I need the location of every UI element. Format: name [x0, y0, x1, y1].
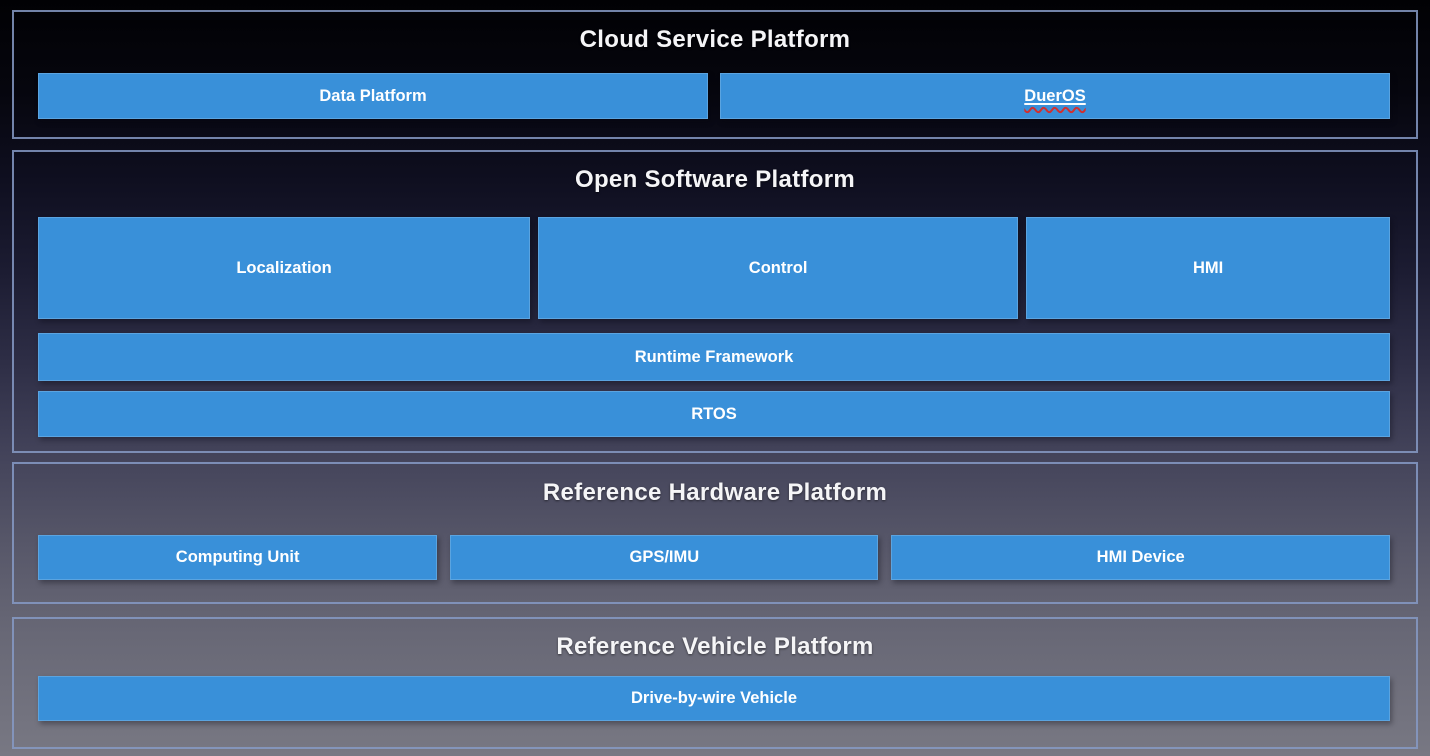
box-localization: Localization [38, 217, 531, 319]
vehicle-boxes-row: Drive-by-wire Vehicle [38, 676, 1390, 721]
hardware-boxes-row: Computing Unit GPS/IMU HMI Device [38, 535, 1390, 580]
runtime-framework-row: Runtime Framework [38, 333, 1390, 381]
box-label: Drive-by-wire Vehicle [631, 689, 797, 707]
section-title: Reference Vehicle Platform [556, 633, 874, 660]
box-label: Control [748, 258, 808, 277]
box-label: GPS/IMU [629, 548, 700, 566]
box-hmi: HMI [1026, 217, 1390, 319]
spellcheck-squiggle: DuerOS [1024, 87, 1085, 106]
box-label: HMI Device [1096, 548, 1185, 566]
box-computing-unit: Computing Unit [38, 535, 438, 580]
box-data-platform: Data Platform [38, 73, 708, 119]
box-label: Computing Unit [175, 548, 300, 566]
section-title: Reference Hardware Platform [542, 479, 888, 506]
box-gps-imu: GPS/IMU [450, 535, 879, 580]
box-hmi-device: HMI Device [891, 535, 1390, 580]
section-reference-hardware-platform: Reference Hardware Platform Computing Un… [12, 462, 1418, 604]
box-label: DuerOS [1024, 86, 1086, 105]
rtos-row: RTOS [38, 391, 1390, 437]
box-label: Data Platform [319, 86, 427, 105]
cloud-boxes-row: Data Platform DuerOS [38, 73, 1390, 119]
section-title: Open Software Platform [575, 166, 855, 193]
box-label: Localization [236, 258, 332, 277]
box-dueros: DuerOS [720, 73, 1390, 119]
box-label: HMI [1192, 258, 1224, 277]
box-control: Control [538, 217, 1019, 319]
section-open-software-platform: Open Software Platform Localization Cont… [12, 150, 1418, 453]
box-runtime-framework: Runtime Framework [38, 333, 1390, 381]
box-rtos: RTOS [38, 391, 1390, 437]
box-label: Runtime Framework [634, 347, 794, 366]
box-label: RTOS [691, 404, 737, 423]
section-cloud-service-platform: Cloud Service Platform Data Platform Due… [12, 10, 1418, 139]
section-reference-vehicle-platform: Reference Vehicle Platform Drive-by-wire… [12, 617, 1418, 749]
box-drive-by-wire-vehicle: Drive-by-wire Vehicle [38, 676, 1390, 721]
software-modules-row: Localization Control HMI [38, 217, 1390, 319]
section-title: Cloud Service Platform [579, 26, 851, 53]
